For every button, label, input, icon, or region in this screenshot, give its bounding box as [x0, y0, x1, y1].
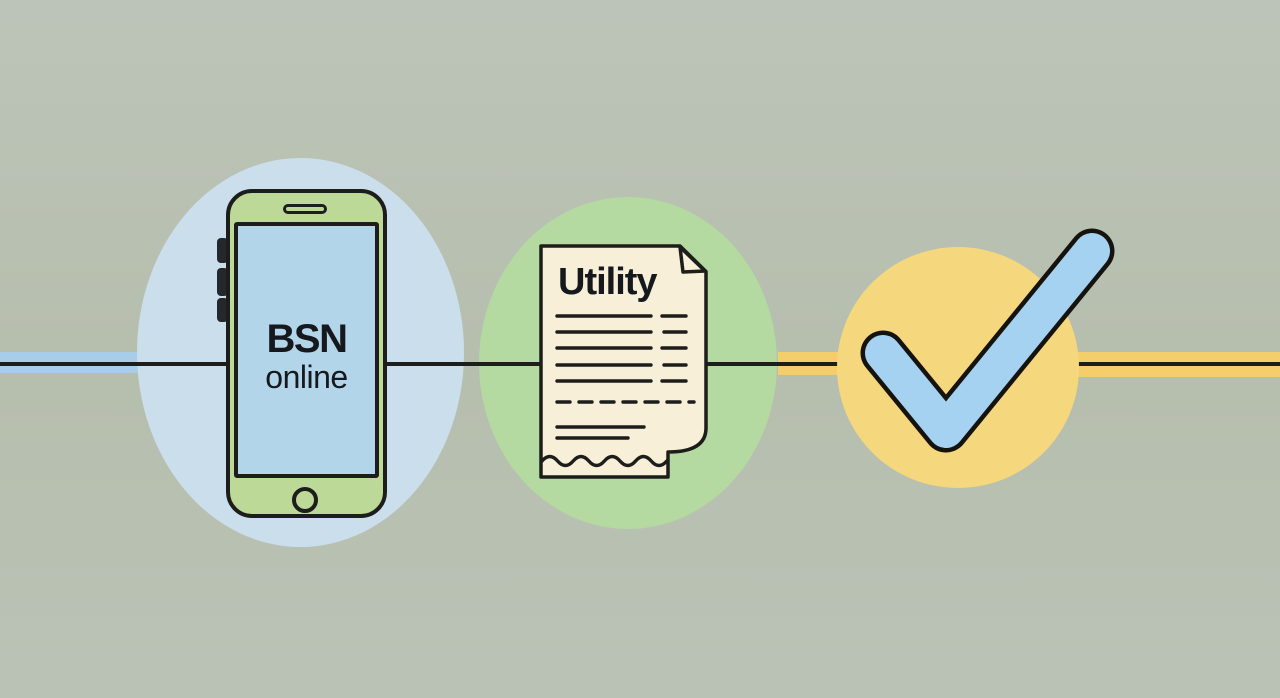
phone-speaker-icon [283, 204, 327, 214]
phone-side-button-icon [217, 238, 228, 263]
bill-text-lines [540, 314, 696, 468]
smartphone-icon: BSN online [215, 187, 395, 527]
phone-home-button-icon [292, 487, 318, 513]
checkmark-icon [860, 228, 1115, 453]
online-label: online [265, 359, 348, 395]
checkmark-fill [865, 233, 1110, 448]
phone-side-button-icon [217, 298, 228, 322]
connector-line-left [0, 362, 838, 366]
phone-body: BSN online [226, 189, 387, 518]
bsn-label: BSN [266, 317, 348, 361]
bill-folded-corner-icon [678, 245, 707, 274]
utility-bill-icon: Utility [539, 244, 708, 479]
phone-side-button-icon [217, 268, 228, 296]
connector-line-right [1077, 362, 1280, 366]
bill-wavy-tear-line [540, 454, 669, 468]
phone-screen: BSN online [234, 222, 379, 478]
bsn-online-label: BSN online [265, 317, 348, 395]
bill-title: Utility [558, 261, 657, 303]
